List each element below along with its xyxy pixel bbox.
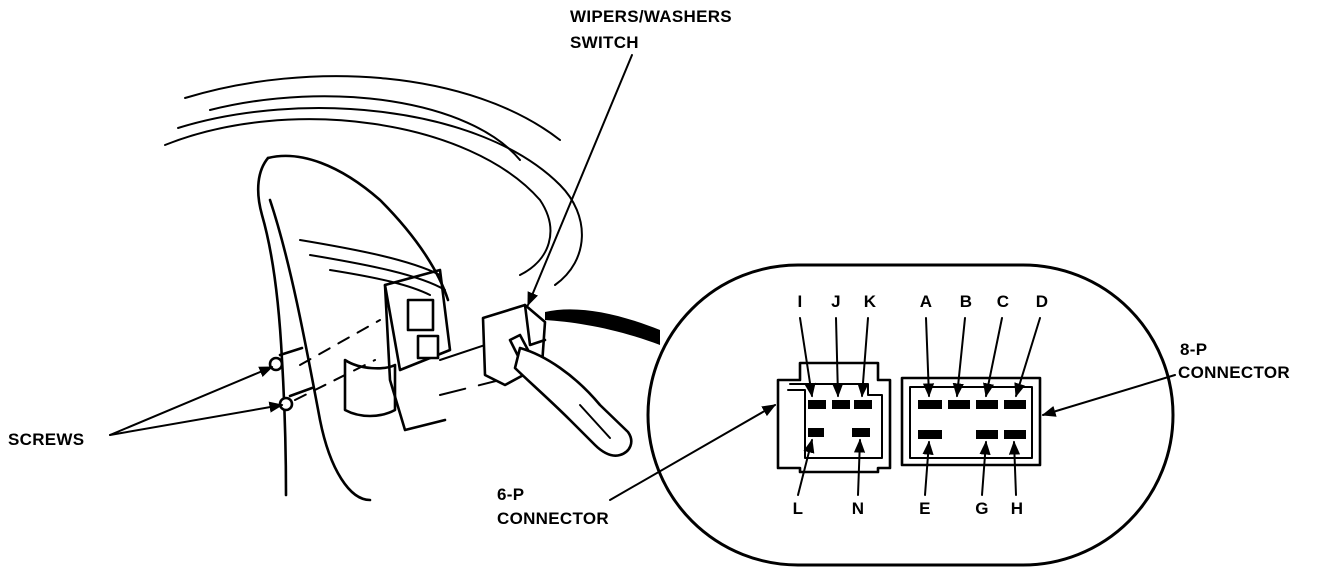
screw-upper — [268, 346, 304, 372]
connector-detail-bubble — [646, 263, 1175, 567]
pin-label-g: G — [975, 499, 989, 518]
pin-label-j: J — [831, 292, 841, 311]
pin-leaders-6p — [797, 317, 869, 496]
pin-label-i: I — [797, 292, 802, 311]
connector-8p — [900, 376, 1042, 467]
switch-label-line2: SWITCH — [570, 33, 639, 52]
pin-label-c: C — [997, 292, 1010, 311]
switch-callout-arrow — [527, 54, 633, 307]
screws-callout-arrow-upper — [109, 366, 274, 436]
pin-label-l: L — [793, 499, 804, 518]
pin-label-k: K — [864, 292, 877, 311]
connector-6p — [776, 361, 892, 474]
conn8-label-line2: CONNECTOR — [1178, 363, 1290, 382]
screws-label: SCREWS — [8, 430, 84, 449]
pin-label-a: A — [920, 292, 933, 311]
steering-column-illustration — [164, 75, 583, 502]
screws-callout-arrow-lower — [109, 401, 284, 436]
conn8-label-line1: 8-P — [1180, 340, 1207, 359]
pin-label-n: N — [852, 499, 865, 518]
pin-label-d: D — [1036, 292, 1049, 311]
conn8-callout-arrow — [1041, 374, 1176, 417]
pin-label-b: B — [960, 292, 973, 311]
pin-leaders-8p — [922, 317, 1041, 496]
conn6-label-line2: CONNECTOR — [497, 509, 609, 528]
conn6-label-line1: 6-P — [497, 485, 524, 504]
switch-label-line1: WIPERS/WASHERS — [570, 7, 732, 26]
wiper-switch-body — [481, 303, 660, 457]
pin-label-e: E — [919, 499, 931, 518]
pin-label-h: H — [1011, 499, 1024, 518]
conn6-callout-arrow — [609, 404, 777, 501]
